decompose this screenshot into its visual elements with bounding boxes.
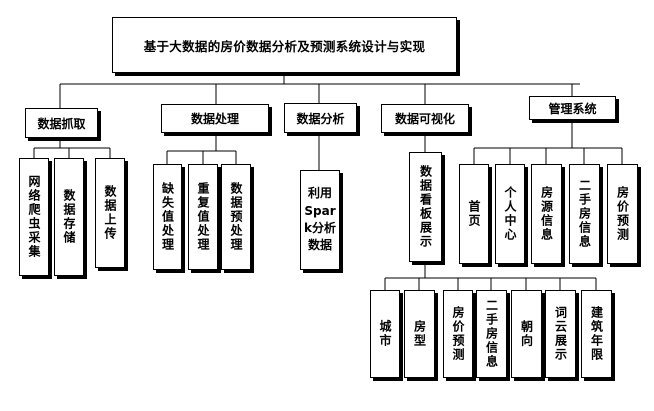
visual-subitem-label: 城市	[378, 320, 392, 348]
crawl-item-label: 网络爬虫采集	[27, 175, 41, 259]
process-item: 缺失值处理	[153, 164, 182, 270]
module-manage: 管理系统	[529, 96, 616, 120]
process-item-label: 重复值处理	[196, 182, 210, 252]
root-node: 基于大数据的房价数据分析及预测系统设计与实现	[112, 17, 457, 73]
process-item-label: 数据预处理	[229, 182, 243, 252]
crawl-item: 数据存储	[54, 158, 84, 276]
visual-subitem: 房价预测	[443, 290, 473, 378]
module-crawl: 数据抓取	[25, 108, 98, 138]
visual-subitem-label: 朝向	[519, 320, 534, 348]
crawl-item: 网络爬虫采集	[19, 158, 49, 276]
module-analysis-label: 数据分析	[296, 111, 345, 126]
manage-item: 二手房信息	[569, 164, 600, 264]
visual-subitem-label: 房型	[412, 320, 427, 348]
manage-item-label: 房源信息	[539, 186, 554, 242]
manage-item-label: 房价预测	[615, 186, 630, 242]
visual-subitem-label: 建筑年限	[589, 306, 604, 362]
visual-subitem: 二手房信息	[476, 290, 507, 378]
manage-item-label: 首页	[467, 200, 481, 228]
module-visual-label: 数据可视化	[394, 112, 455, 126]
crawl-item-label: 数据存储	[62, 189, 76, 245]
root-label: 基于大数据的房价数据分析及预测系统设计与实现	[143, 38, 426, 54]
module-manage-label: 管理系统	[548, 101, 597, 116]
process-item: 数据预处理	[221, 164, 251, 270]
module-analysis: 数据分析	[284, 103, 357, 133]
visual-subitem: 房型	[404, 290, 435, 378]
module-visual: 数据可视化	[381, 104, 469, 133]
visual-subitem-label: 词云展示	[553, 306, 568, 362]
analysis-item: 利用Spark分析数据	[300, 170, 340, 270]
visual-subitem: 朝向	[511, 290, 542, 378]
manage-item: 首页	[459, 164, 489, 264]
module-process-label: 数据处理	[190, 112, 239, 126]
module-crawl-label: 数据抓取	[37, 116, 86, 131]
manage-item-label: 二手房信息	[577, 179, 592, 249]
visual-item: 数据看板展示	[409, 152, 442, 262]
visual-subitem-label: 二手房信息	[484, 299, 499, 369]
visual-item-label: 数据看板展示	[418, 165, 433, 249]
manage-item: 房价预测	[607, 164, 638, 264]
process-item: 重复值处理	[188, 164, 218, 270]
manage-item: 房源信息	[531, 164, 562, 264]
visual-subitem-label: 房价预测	[451, 306, 465, 362]
crawl-item-label: 数据上传	[103, 185, 117, 241]
visual-subitem: 词云展示	[545, 290, 576, 378]
analysis-item-label: 利用Spark分析数据	[304, 186, 336, 253]
visual-subitem: 城市	[370, 290, 400, 378]
crawl-item: 数据上传	[95, 158, 125, 268]
process-item-label: 缺失值处理	[160, 182, 175, 252]
manage-item-label: 个人中心	[503, 186, 517, 242]
module-process: 数据处理	[161, 104, 269, 133]
manage-item: 个人中心	[495, 164, 525, 264]
visual-subitem: 建筑年限	[581, 290, 612, 378]
